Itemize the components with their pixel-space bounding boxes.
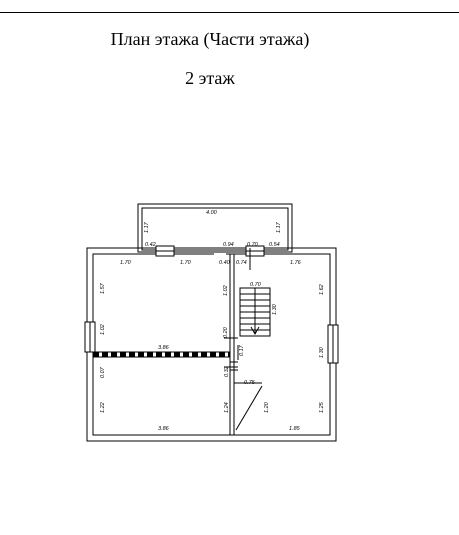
door-center-marks [230, 361, 238, 371]
dim-wall-seg-right: 0.54 [269, 242, 280, 248]
dim-room2-right-mid: 1.30 [319, 346, 325, 358]
dim-balcony-width: 4.00 [206, 210, 218, 216]
dim-room1-top-c: 0.40 [219, 260, 231, 266]
top-rule [0, 12, 459, 13]
dim-room1-left-mid: 1.02 [100, 324, 106, 335]
outer-wall [86, 247, 337, 442]
dim-balcony-depth-right: 1.17 [276, 221, 282, 233]
dim-center-vertical: 0.17 [239, 344, 245, 356]
door-lower-swing [235, 385, 263, 431]
dim-room4-left: 1.20 [264, 401, 270, 413]
page-title: План этажа (Части этажа) [110, 29, 310, 49]
dim-room3-bottom: 3.86 [158, 426, 170, 432]
dim-room1-right-gap: 0.20 [223, 326, 229, 338]
dim-wall-seg-mid: 0.94 [223, 242, 234, 248]
dim-room1-left-upper: 1.57 [100, 282, 106, 294]
dim-balcony-depth-left: 1.17 [144, 221, 150, 233]
dim-room1-top-a: 1.70 [120, 260, 132, 266]
dim-room4-right: 1.25 [319, 401, 325, 413]
dim-room2-top-b: 1.76 [290, 260, 302, 266]
dim-door-lower: 0.75 [244, 380, 256, 386]
dim-room2-top-a: 0.74 [236, 260, 247, 266]
inner-wall [92, 253, 331, 436]
dim-door-width: 0.70 [247, 242, 259, 248]
floor-label: 2 этаж [185, 68, 235, 88]
dim-wall-seg-left: 0.42 [145, 242, 156, 248]
dim-room2-right-upper: 1.62 [319, 284, 325, 295]
balcony-inner-wall [141, 207, 289, 251]
dim-room1-right-upper: 1.02 [223, 285, 229, 296]
dim-partition-length: 3.86 [158, 345, 170, 351]
dim-room4-bottom: 1.85 [289, 426, 301, 432]
dim-stair-height: 1.30 [272, 303, 278, 315]
dim-room3-left-gap: 0.07 [100, 366, 106, 378]
dim-room3-left: 1.22 [100, 402, 106, 413]
stair-arrow [250, 288, 260, 336]
dim-room3-right-gap: 0.32 [224, 366, 230, 377]
balcony-outer-wall [137, 203, 293, 253]
dim-room3-right: 1.24 [224, 402, 230, 413]
dim-stair-width: 0.70 [250, 282, 262, 288]
dim-room1-top-b: 1.70 [180, 260, 192, 266]
